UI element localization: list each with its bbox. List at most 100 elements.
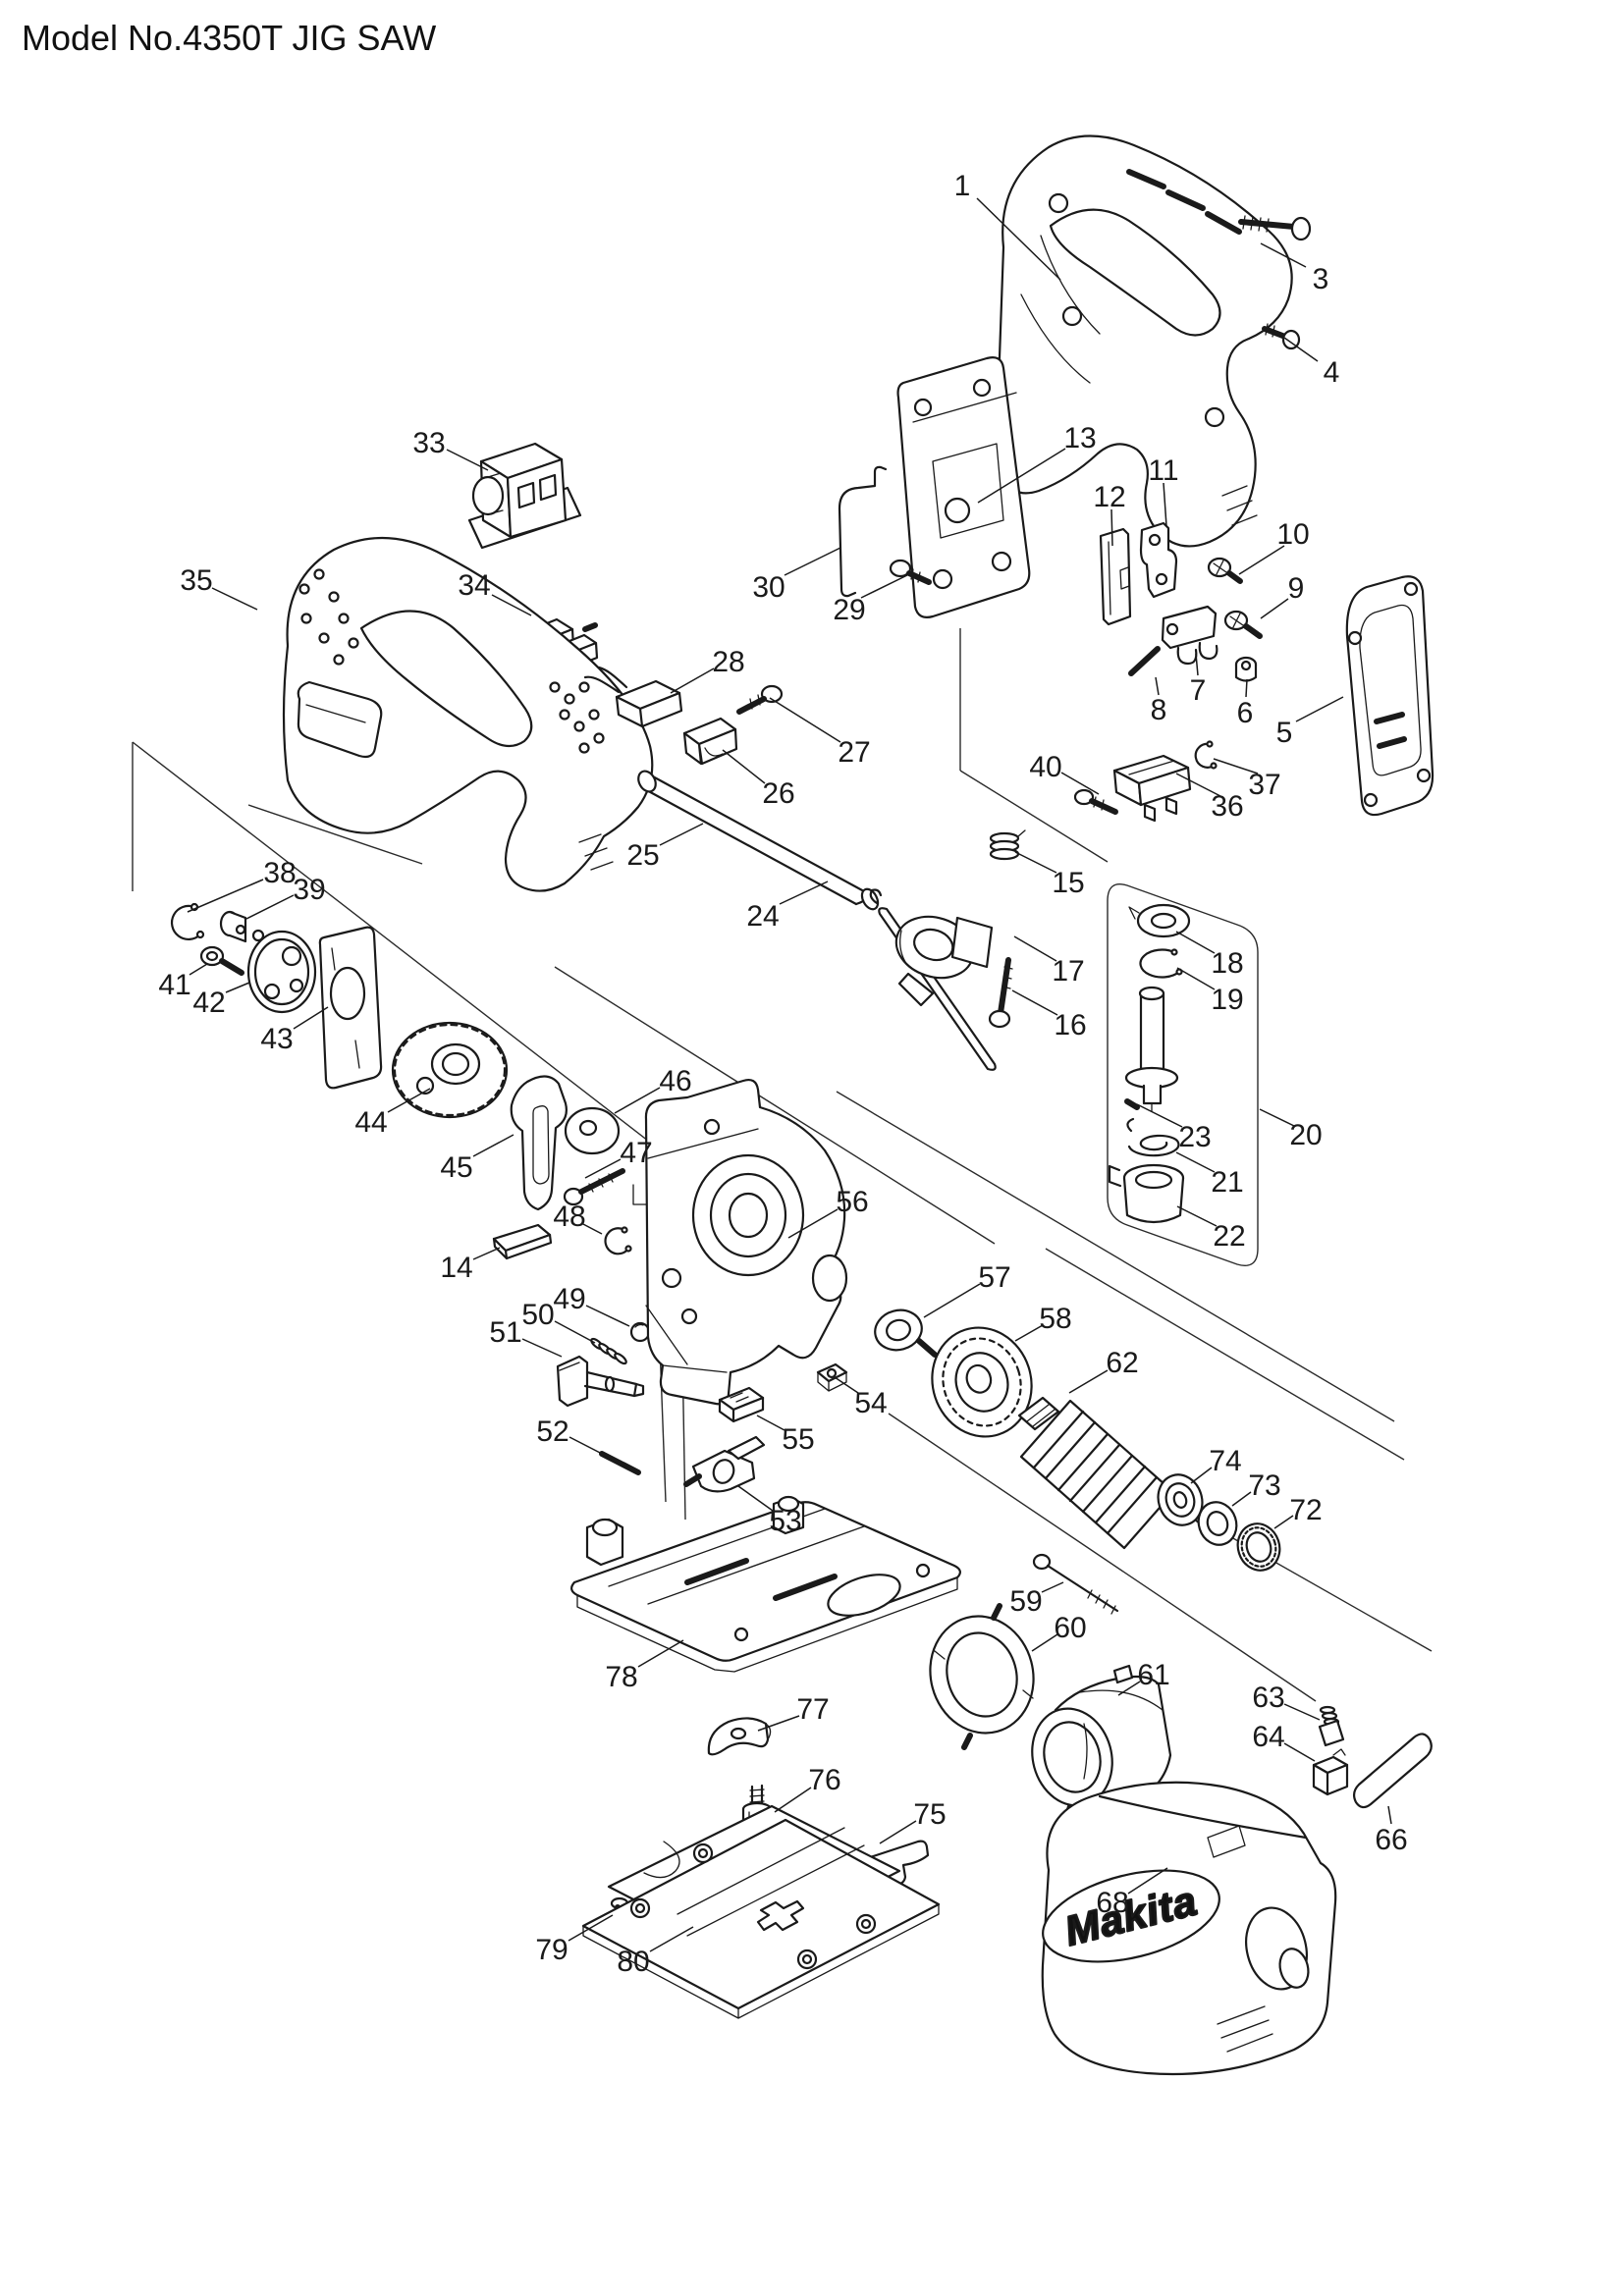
- leader-line-57: [923, 1283, 981, 1318]
- leader-line-16: [1011, 989, 1058, 1016]
- part-label-1: 1: [954, 170, 971, 202]
- part-label-12: 12: [1093, 481, 1125, 513]
- leader-line-5: [1295, 696, 1344, 722]
- leader-line-13: [977, 448, 1066, 504]
- part-37-sketch: [1194, 740, 1218, 770]
- part-label-9: 9: [1288, 572, 1305, 605]
- part-46-sketch: [564, 1106, 621, 1155]
- group-20-box: [1107, 883, 1259, 1266]
- part-54-sketch: [816, 1362, 848, 1392]
- part-9-sketch: [1223, 610, 1263, 639]
- part-78-sketch: [570, 1495, 961, 1673]
- part-label-14: 14: [440, 1252, 472, 1284]
- part-label-10: 10: [1276, 518, 1309, 551]
- part-66-sketch: [1352, 1733, 1433, 1809]
- leader-line-52: [568, 1436, 607, 1457]
- part-56-sketch: [644, 1078, 848, 1406]
- part-15-sketch: [989, 829, 1026, 861]
- leader-line-78: [637, 1639, 684, 1668]
- leader-line-37: [1213, 758, 1259, 774]
- leader-line-73: [1231, 1491, 1252, 1507]
- leader-line-11: [1163, 482, 1167, 527]
- part-label-15: 15: [1052, 867, 1084, 899]
- part-label-37: 37: [1248, 769, 1280, 801]
- part-16-sketch: [988, 957, 1013, 1029]
- part-77-sketch: [707, 1717, 772, 1756]
- part-58-sketch: [916, 1326, 1033, 1438]
- part-label-50: 50: [521, 1299, 554, 1331]
- leader-line-18: [1175, 931, 1216, 954]
- part-61-sketch: [1031, 1664, 1172, 1825]
- leader-line-30: [784, 547, 841, 576]
- part-label-34: 34: [458, 569, 490, 602]
- part-1-sketch: [994, 134, 1293, 548]
- leader-line-12: [1110, 508, 1113, 547]
- part-label-22: 22: [1213, 1220, 1245, 1253]
- part-57-sketch: [874, 1308, 923, 1352]
- part-36-sketch: [1112, 754, 1192, 823]
- part-51-sketch: [556, 1355, 645, 1408]
- part-55-sketch: [718, 1386, 765, 1423]
- leader-line-62: [1068, 1369, 1109, 1394]
- leader-line-63: [1283, 1703, 1321, 1721]
- part-26-sketch: [682, 717, 738, 766]
- leader-line-53: [737, 1485, 774, 1512]
- part-14-sketch: [492, 1223, 553, 1260]
- leader-line-6: [1245, 678, 1248, 698]
- part-label-3: 3: [1313, 263, 1329, 295]
- part-47-sketch: [563, 1168, 651, 1206]
- part-17-sketch: [894, 915, 994, 1007]
- part-label-11: 11: [1148, 454, 1178, 487]
- part-label-53: 53: [769, 1505, 801, 1537]
- part-label-5: 5: [1276, 717, 1293, 749]
- part-label-77: 77: [796, 1693, 829, 1726]
- part-19-sketch: [1139, 948, 1183, 979]
- part-label-47: 47: [620, 1137, 652, 1169]
- leader-line-4: [1283, 337, 1319, 362]
- leader-line-35: [211, 587, 258, 611]
- part-label-40: 40: [1029, 751, 1061, 783]
- leader-line-29: [860, 574, 908, 599]
- part-label-41: 41: [158, 969, 190, 1001]
- leader-line-79: [568, 1914, 614, 1942]
- leader-line-7: [1195, 653, 1199, 676]
- part-80-sketch: [581, 1804, 941, 2019]
- leader-line-22: [1176, 1205, 1218, 1227]
- part-label-18: 18: [1211, 947, 1243, 980]
- leader-line-42: [225, 982, 250, 993]
- part-label-33: 33: [412, 427, 445, 459]
- part-label-4: 4: [1324, 356, 1340, 389]
- leader-line-59: [1041, 1581, 1064, 1593]
- part-39-sketch: [219, 910, 247, 943]
- part-label-80: 80: [617, 1946, 649, 1978]
- part-label-35: 35: [180, 564, 212, 597]
- part-53-sketch: [683, 1435, 766, 1493]
- part-label-55: 55: [782, 1423, 814, 1456]
- part-24-sketch: [869, 888, 997, 1071]
- part-72-sketch: [1236, 1522, 1281, 1572]
- part-64-sketch: [1312, 1748, 1349, 1796]
- part-label-56: 56: [836, 1186, 868, 1218]
- leader-line-49: [585, 1305, 630, 1327]
- part-label-73: 73: [1248, 1469, 1280, 1502]
- leader-line-56: [787, 1208, 839, 1239]
- part-label-20: 20: [1289, 1119, 1322, 1151]
- leader-line-36: [1175, 773, 1221, 797]
- part-4-sketch: [1262, 323, 1301, 350]
- leader-line-9: [1260, 598, 1289, 619]
- part-25-sketch: [637, 770, 880, 911]
- part-label-45: 45: [440, 1151, 472, 1184]
- part-20-guide-sketch: [1124, 986, 1179, 1112]
- part-label-46: 46: [659, 1065, 691, 1097]
- part-label-76: 76: [808, 1764, 840, 1796]
- leader-line-24: [779, 881, 829, 905]
- part-label-59: 59: [1009, 1585, 1042, 1618]
- leader-line-50: [554, 1320, 596, 1344]
- part-label-13: 13: [1063, 422, 1096, 454]
- part-8-sketch: [1128, 646, 1161, 676]
- part-label-61: 61: [1137, 1659, 1169, 1691]
- leader-line-60: [1031, 1633, 1058, 1652]
- part-label-21: 21: [1211, 1166, 1243, 1199]
